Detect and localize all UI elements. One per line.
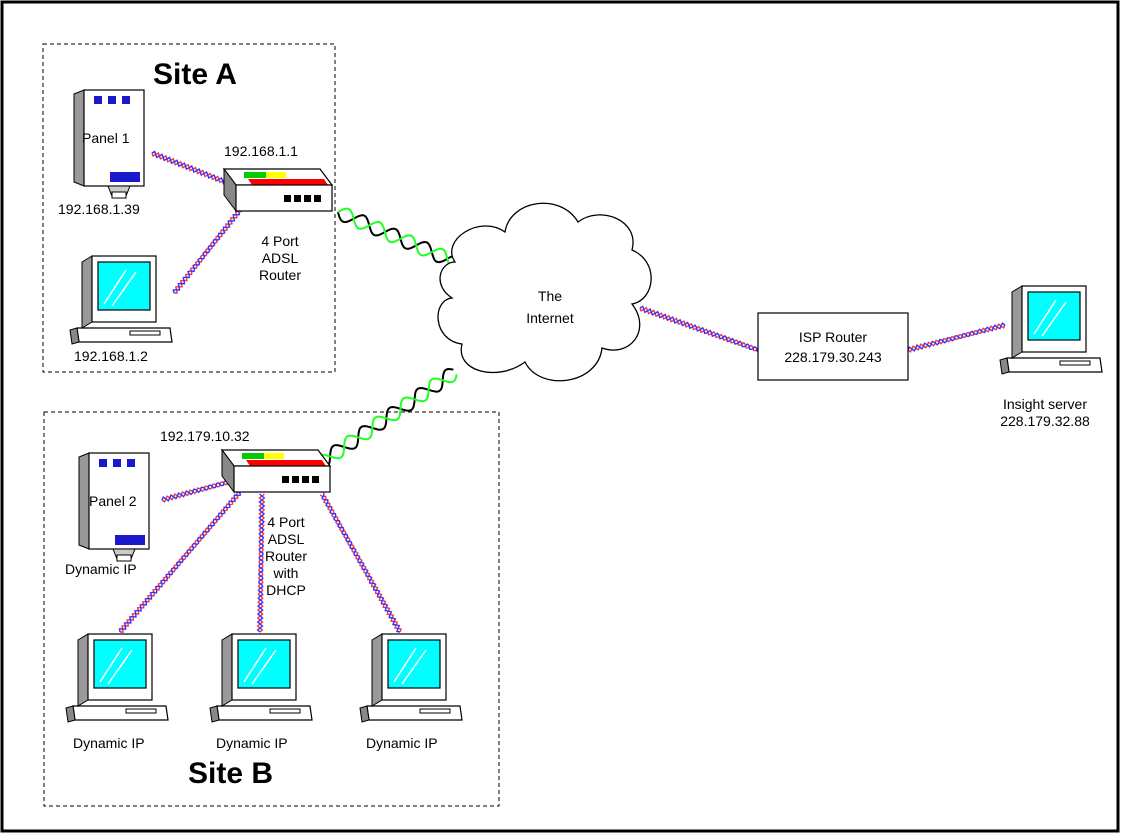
isp-router-box — [757, 312, 909, 381]
cable-router-b-internet-strand-b — [315, 374, 458, 467]
cable-pc3-router-b-strand-b — [321, 492, 401, 633]
cable-isp-server-strand-b — [907, 322, 1006, 352]
panel-1-ip: 192.168.1.39 — [58, 201, 140, 217]
site-b-box — [43, 411, 500, 807]
site-a-box — [42, 43, 336, 373]
site-b-pc-2-icon — [209, 633, 313, 723]
cable-pc1-router-b-strand-b — [118, 491, 242, 633]
site-b-router-label-line-2: ADSL — [267, 531, 305, 547]
cable-pc2-router-b-strand-a — [256, 493, 266, 633]
site-a-title: Site A — [153, 58, 237, 91]
site-b-pc-2-ip: Dynamic IP — [216, 735, 288, 751]
insight-server-label-line-1: Insight server — [1002, 396, 1088, 412]
panel-2-ip: Dynamic IP — [65, 561, 137, 577]
insight-server-label: Insight server 228.179.32.88 — [985, 396, 1105, 430]
site-a-router-label: 4 Port ADSL Router — [250, 233, 310, 284]
internet-label: The Internet — [510, 285, 590, 329]
cable-isp-internet-strand-a — [639, 306, 760, 352]
cable-router-b-internet-strand-a — [315, 367, 454, 469]
site-b-router-label: 4 Port ADSL Router with DHCP — [256, 514, 316, 599]
site-b-router-ip: 192.179.10.32 — [160, 428, 250, 444]
cable-router-a-internet-strand-a — [337, 211, 458, 264]
site-b-router-label-line-3: Router — [264, 548, 308, 564]
site-b-pc-1-icon — [65, 633, 169, 723]
isp-router-label-line-1: ISP Router — [798, 329, 868, 345]
site-b-pc-3-icon — [359, 633, 463, 723]
cable-isp-server-strand-a — [907, 323, 1006, 353]
site-a-router-label-line-2: ADSL — [261, 250, 299, 266]
cable-pc2-router-b-strand-b — [256, 493, 266, 633]
internet-label-line-1: The — [537, 288, 563, 304]
internet-cloud — [437, 202, 652, 382]
isp-router-label-line-2: 228.179.30.243 — [784, 349, 882, 365]
site-b-router-label-line-4: with — [273, 565, 299, 581]
cables-layer — [118, 150, 1006, 633]
site-b-pc-3-ip: Dynamic IP — [366, 735, 438, 751]
cable-panel1-router-a-strand-b — [151, 150, 230, 185]
site-a-pc-icon — [69, 255, 173, 345]
insight-server-icon — [999, 285, 1103, 375]
site-b-title: Site B — [188, 757, 274, 790]
site-a-router-label-line-1: 4 Port — [261, 233, 299, 249]
panel-2-label: Panel 2 — [89, 493, 137, 509]
site-b-router-label-line-5: DHCP — [266, 582, 306, 598]
site-a-router-label-line-3: Router — [258, 267, 302, 283]
cable-pc-router-a-strand-b — [172, 208, 241, 294]
site-b-router-label-line-1: 4 Port — [267, 514, 305, 530]
site-a-router-icon — [223, 168, 333, 212]
site-b-pc-1-ip: Dynamic IP — [73, 735, 145, 751]
cable-isp-internet-strand-b — [639, 305, 758, 353]
site-b-router-icon — [221, 449, 331, 493]
cable-panel2-router-b-strand-b — [161, 477, 237, 502]
insight-server-label-line-2: 228.179.32.88 — [1000, 413, 1090, 429]
isp-router-label: ISP Router 228.179.30.243 — [760, 327, 906, 367]
site-a-router-ip: 192.168.1.1 — [224, 143, 298, 159]
panel-1-label: Panel 1 — [82, 130, 130, 146]
cable-router-a-internet-strand-b — [337, 207, 453, 270]
site-a-pc-ip: 192.168.1.2 — [74, 348, 148, 364]
internet-label-line-2: Internet — [526, 310, 574, 326]
